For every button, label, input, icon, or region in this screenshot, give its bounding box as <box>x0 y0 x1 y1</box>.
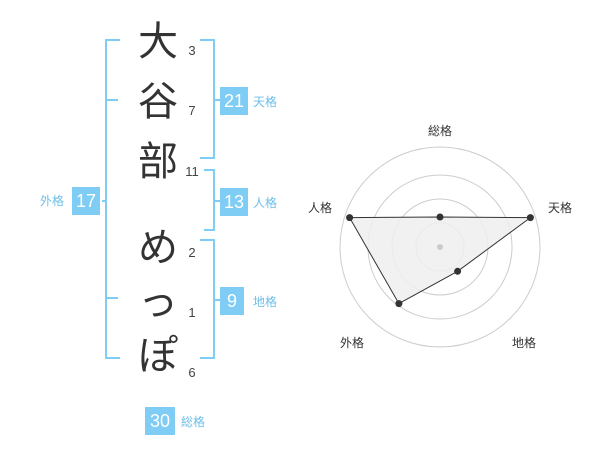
jinkaku-bracket <box>204 169 215 231</box>
name-char-2: 谷 <box>138 79 178 125</box>
gaikaku-label: 外格 <box>40 194 65 208</box>
radar-label-tenkaku: 天格 <box>548 201 573 215</box>
name-char-3: 部 <box>138 139 178 185</box>
radar-point-jinkaku <box>346 214 354 222</box>
name-char-6: ぽ <box>138 333 178 379</box>
radar-point-chikaku <box>454 267 462 275</box>
name-char-1: 大 <box>138 19 178 65</box>
radar-point-gaikaku <box>395 300 403 308</box>
gaikaku-value: 17 <box>72 187 100 215</box>
radar-label-gaikaku: 外格 <box>340 336 365 350</box>
radar-label-jinkaku: 人格 <box>308 201 333 215</box>
name-char-5: っ <box>138 279 178 325</box>
jinkaku-value: 13 <box>220 188 248 216</box>
radar-ring-4 <box>339 146 541 348</box>
jinkaku-label: 人格 <box>253 196 278 210</box>
gaikaku-bracket <box>105 39 120 359</box>
radar-point-tenkaku <box>526 214 534 222</box>
stroke-count-1: 3 <box>188 43 196 58</box>
stroke-count-3: 11 <box>185 164 199 179</box>
radar-polygon <box>348 216 532 305</box>
radar-point-soukaku <box>436 213 444 221</box>
chikaku-value: 9 <box>220 287 244 315</box>
radar-chart <box>339 146 541 348</box>
soukaku-value: 30 <box>145 407 175 435</box>
stroke-count-4: 2 <box>188 245 196 260</box>
stroke-count-5: 1 <box>188 305 196 320</box>
radar-label-soukaku: 総格 <box>428 124 453 138</box>
brackets <box>102 39 220 359</box>
stroke-count-6: 6 <box>188 365 196 380</box>
soukaku-label: 総格 <box>181 415 206 429</box>
name-char-4: め <box>138 225 178 271</box>
chikaku-label: 地格 <box>253 295 278 309</box>
tenkaku-label: 天格 <box>253 95 278 109</box>
radar-points <box>346 213 534 308</box>
radar-label-chikaku: 地格 <box>512 336 537 350</box>
tenkaku-value: 21 <box>220 87 248 115</box>
radar-center-dot <box>437 244 443 250</box>
stroke-count-2: 7 <box>188 103 196 118</box>
